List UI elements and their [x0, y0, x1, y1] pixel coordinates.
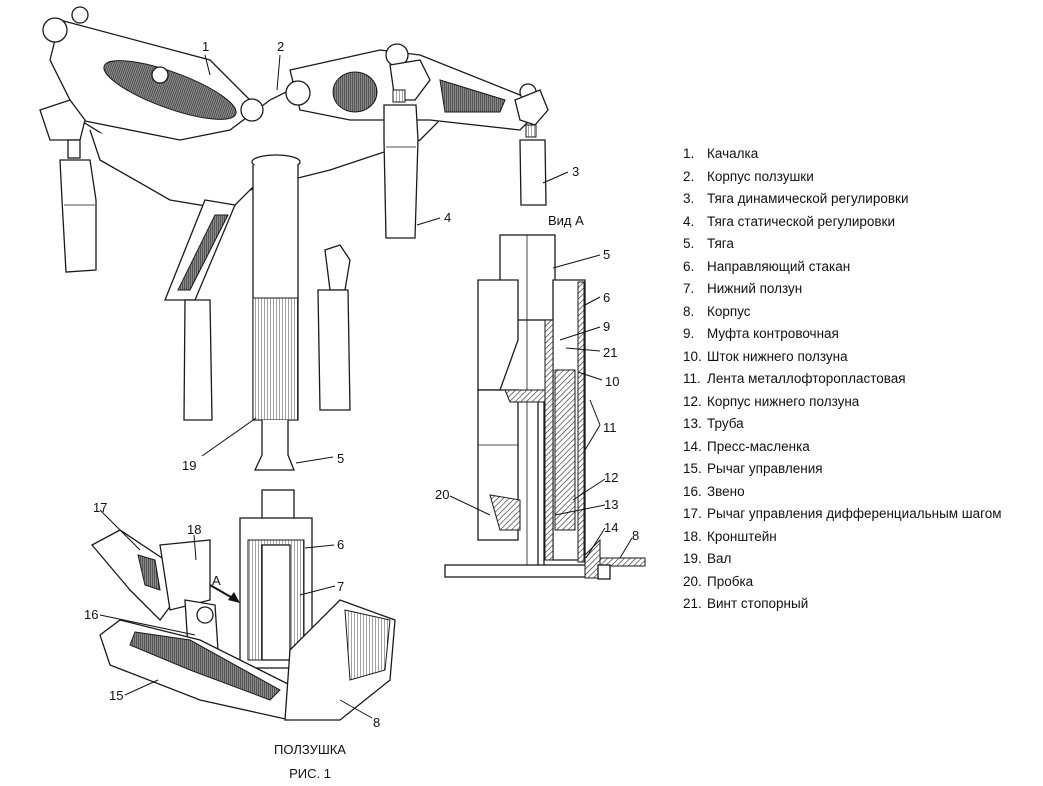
callout-labels: 1 2 3 4 5 19 Вид А 5 6 9 21 10 11 12 13 …: [84, 39, 639, 730]
view-a-label: Вид А: [548, 213, 584, 228]
callout-18: 18: [187, 522, 201, 537]
callout-5-view-a: 5: [603, 247, 610, 262]
legend-item: 10.Шток нижнего ползуна: [683, 348, 848, 364]
legend-item: 9.Муфта контровочная: [683, 326, 839, 341]
callout-12: 12: [604, 470, 618, 485]
pushrod-dynamic: [519, 124, 547, 206]
legend-item: 17.Рычаг управления дифференциальным шаг…: [683, 506, 1002, 521]
callout-5-top: 5: [337, 451, 344, 466]
figure-caption: ПОЛЗУШКА РИС. 1: [240, 738, 380, 786]
scissor-links: [164, 199, 351, 421]
legend-item: 1.Качалка: [683, 146, 759, 161]
legend-item: 5.Тяга: [683, 236, 734, 251]
callout-7: 7: [337, 579, 344, 594]
callout-6-view-a: 6: [603, 290, 610, 305]
legend-item: 7.Нижний ползун: [683, 281, 803, 296]
central-shaft: [251, 154, 301, 471]
legend-item: 2.Корпус ползушки: [683, 168, 814, 184]
arrow-a-label: А: [212, 573, 221, 588]
legend-item: 15.Рычаг управления: [683, 461, 823, 476]
callout-4: 4: [444, 210, 451, 225]
callout-8-view-a: 8: [632, 528, 639, 543]
left-pushrod: [59, 139, 97, 273]
legend-item: 3.Тяга динамической регулировки: [683, 191, 909, 206]
view-a-section: [444, 234, 646, 580]
callout-1: 1: [202, 39, 209, 54]
callout-10: 10: [605, 374, 619, 389]
lower-slider-assembly: [90, 489, 396, 721]
callout-9: 9: [603, 319, 610, 334]
callout-21: 21: [603, 345, 617, 360]
legend-item: 21.Винт стопорный: [683, 596, 809, 611]
legend-item: 20.Пробка: [683, 573, 754, 589]
legend-item: 11.Лента металлофторопластовая: [683, 371, 906, 386]
callout-14: 14: [604, 520, 618, 535]
leader-lines: [99, 54, 633, 719]
upper-rocker-assembly: [39, 6, 549, 211]
legend-item: 16.Звено: [683, 483, 745, 499]
legend-item: 8.Корпус: [683, 303, 751, 319]
callout-16: 16: [84, 607, 98, 622]
figure-title: ПОЛЗУШКА: [274, 742, 346, 757]
callout-20: 20: [435, 487, 449, 502]
legend-item: 14.Пресс-масленка: [683, 438, 810, 454]
figure-number: РИС. 1: [289, 766, 331, 781]
legend-item: 13.Труба: [683, 416, 744, 431]
callout-11: 11: [603, 420, 617, 435]
pushrod-static: [383, 89, 419, 239]
callout-3: 3: [572, 164, 579, 179]
callout-15: 15: [109, 688, 123, 703]
legend-item: 4.Тяга статической регулировки: [683, 213, 895, 229]
callout-2: 2: [277, 39, 284, 54]
callout-17: 17: [93, 500, 107, 515]
parts-legend: 1.Качалка 2.Корпус ползушки 3.Тяга динам…: [683, 145, 1002, 618]
callout-6-bottom: 6: [337, 537, 344, 552]
legend-item: 12.Корпус нижнего ползуна: [683, 393, 860, 409]
callout-8-bottom: 8: [373, 715, 380, 730]
callout-19: 19: [182, 458, 196, 473]
callout-13: 13: [604, 497, 618, 512]
legend-item: 18.Кронштейн: [683, 528, 777, 544]
legend-item: 6.Направляющий стакан: [683, 258, 851, 274]
legend-item: 19.Вал: [683, 551, 732, 566]
